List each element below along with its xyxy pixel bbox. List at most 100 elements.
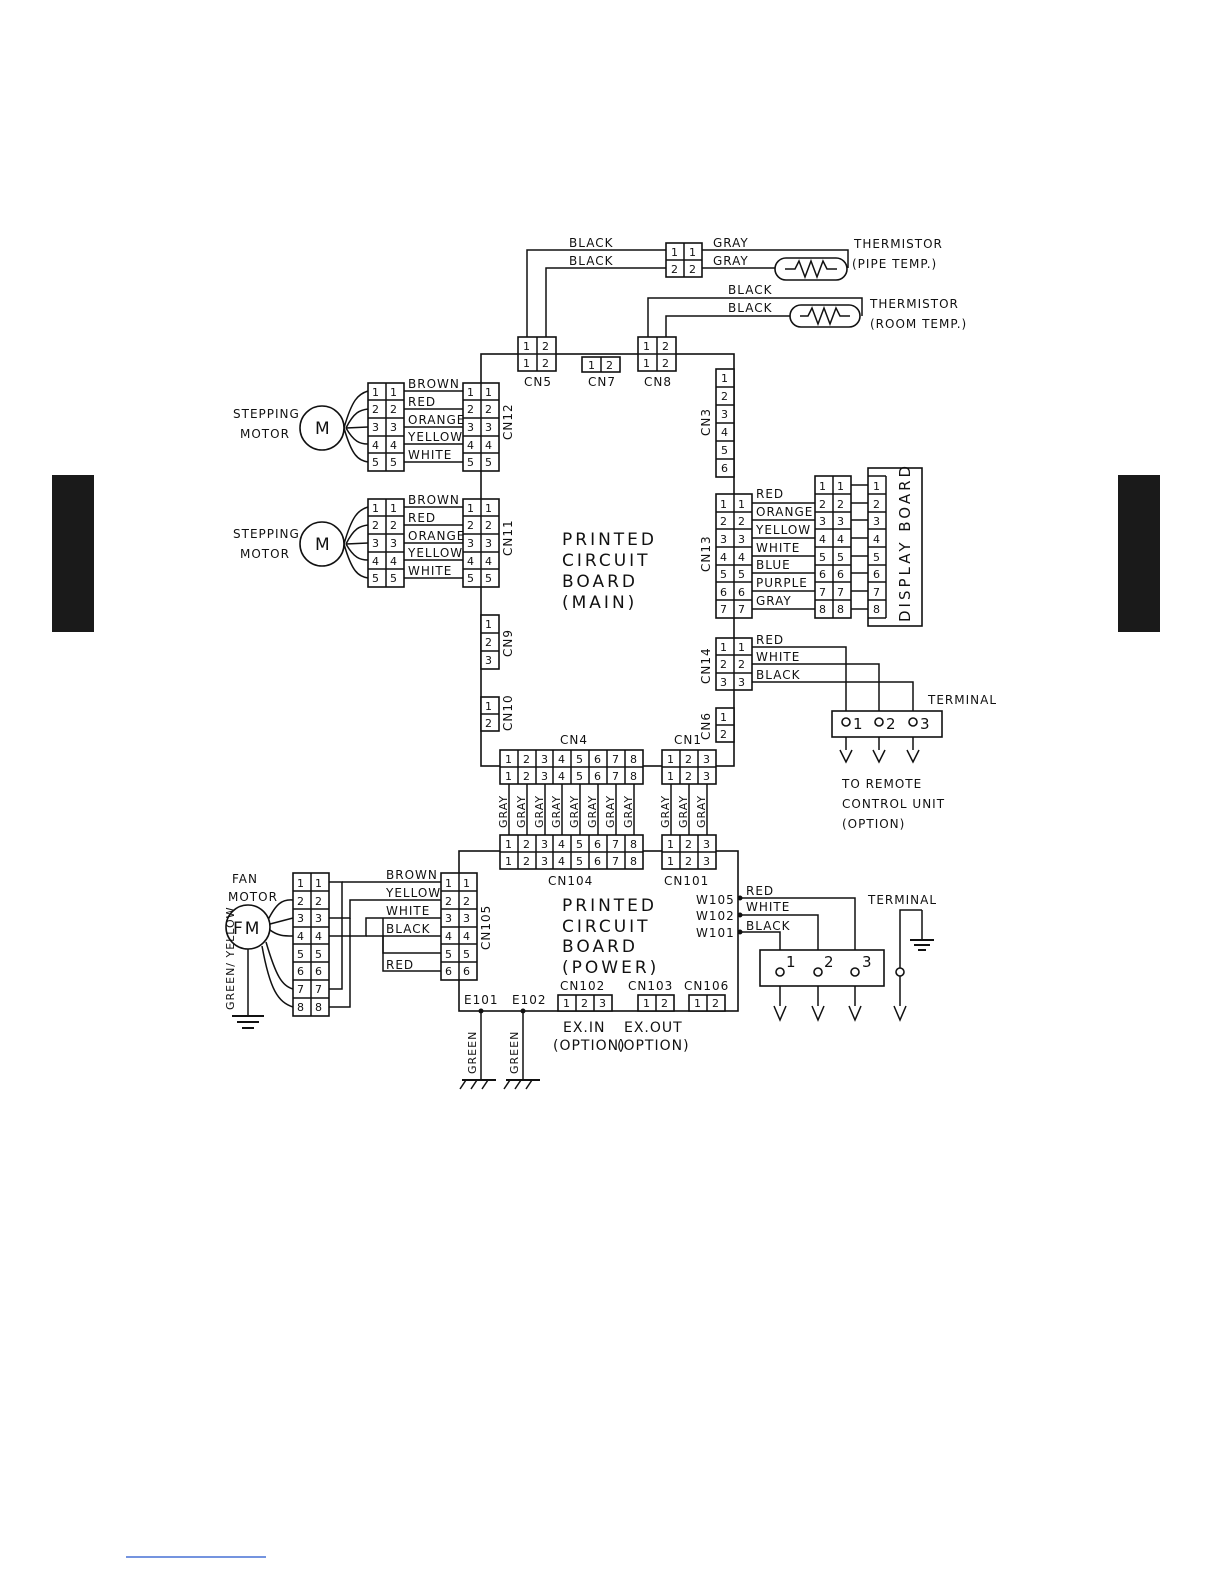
- svg-text:GRAY: GRAY: [550, 795, 563, 828]
- svg-text:1: 1: [372, 386, 379, 399]
- thermistor-pipe-name: THERMISTOR: [853, 237, 943, 251]
- thermistor-room-wiring: BLACK BLACK THERMISTOR (ROOM TEMP.): [647, 283, 966, 337]
- svg-text:2: 2: [523, 838, 530, 851]
- svg-text:3: 3: [445, 912, 452, 925]
- svg-text:ORANGE: ORANGE: [408, 413, 465, 427]
- svg-text:WHITE: WHITE: [746, 900, 790, 914]
- svg-text:4: 4: [819, 533, 826, 546]
- svg-text:2: 2: [886, 715, 896, 733]
- svg-text:5: 5: [485, 572, 492, 585]
- svg-text:8: 8: [630, 855, 637, 868]
- svg-text:1: 1: [390, 386, 397, 399]
- svg-text:5: 5: [576, 855, 583, 868]
- svg-text:3: 3: [485, 654, 492, 667]
- svg-text:3: 3: [485, 421, 492, 434]
- svg-text:3: 3: [873, 515, 880, 528]
- svg-text:2: 2: [542, 357, 549, 370]
- svg-text:3: 3: [390, 421, 397, 434]
- svg-text:RED: RED: [756, 487, 784, 501]
- svg-text:1: 1: [485, 700, 492, 713]
- svg-text:CN10: CN10: [501, 694, 515, 731]
- svg-text:1: 1: [873, 480, 880, 493]
- svg-text:GRAY: GRAY: [677, 795, 690, 828]
- svg-text:1: 1: [505, 838, 512, 851]
- svg-text:EX.OUT: EX.OUT: [624, 1020, 683, 1036]
- svg-text:8: 8: [837, 603, 844, 616]
- svg-text:1: 1: [463, 877, 470, 890]
- svg-text:3: 3: [837, 515, 844, 528]
- power-output-wiring: W105 W102 W101 RED WHITE BLACK 1 2 3 TER…: [696, 884, 936, 1022]
- svg-text:4: 4: [445, 930, 452, 943]
- svg-text:CN13: CN13: [699, 535, 713, 572]
- svg-text:3: 3: [541, 855, 548, 868]
- svg-text:3: 3: [738, 533, 745, 546]
- svg-text:BOARD: BOARD: [562, 937, 638, 957]
- svg-text:BLACK: BLACK: [728, 301, 773, 315]
- svg-text:FAN: FAN: [232, 872, 258, 886]
- svg-text:GRAY: GRAY: [622, 795, 635, 828]
- svg-text:5: 5: [315, 948, 322, 961]
- svg-text:2: 2: [824, 953, 834, 971]
- svg-text:ORANGE: ORANGE: [408, 529, 465, 543]
- svg-text:2: 2: [819, 498, 826, 511]
- svg-text:TERMINAL: TERMINAL: [927, 693, 997, 707]
- svg-text:GREEN: GREEN: [508, 1031, 521, 1074]
- svg-text:RED: RED: [756, 633, 784, 647]
- svg-text:BROWN: BROWN: [408, 493, 460, 507]
- svg-text:RED: RED: [746, 884, 774, 898]
- svg-text:CIRCUIT: CIRCUIT: [562, 551, 651, 571]
- svg-text:5: 5: [837, 551, 844, 564]
- svg-text:WHITE: WHITE: [386, 904, 430, 918]
- svg-text:1: 1: [694, 997, 701, 1010]
- svg-text:1: 1: [667, 753, 674, 766]
- svg-text:1: 1: [588, 359, 595, 372]
- svg-text:PURPLE: PURPLE: [756, 576, 808, 590]
- svg-text:BLACK: BLACK: [756, 668, 801, 682]
- svg-text:CN12: CN12: [501, 403, 515, 440]
- svg-text:4: 4: [558, 770, 565, 783]
- thermistor-pipe-sub: (PIPE TEMP.): [852, 257, 937, 271]
- svg-text:4: 4: [721, 426, 728, 439]
- svg-text:4: 4: [837, 533, 844, 546]
- svg-text:2: 2: [606, 359, 613, 372]
- svg-text:2: 2: [523, 855, 530, 868]
- svg-text:2: 2: [372, 519, 379, 532]
- svg-text:3: 3: [721, 408, 728, 421]
- svg-text:4: 4: [372, 439, 379, 452]
- ground-wiring: E101 E102 GREEN GREEN: [459, 993, 547, 1090]
- svg-text:3: 3: [541, 838, 548, 851]
- svg-text:5: 5: [372, 572, 379, 585]
- svg-text:E102: E102: [512, 993, 547, 1007]
- svg-text:4: 4: [297, 930, 304, 943]
- svg-text:1: 1: [720, 711, 727, 724]
- svg-text:GRAY: GRAY: [497, 795, 510, 828]
- svg-text:YELLOW: YELLOW: [407, 430, 463, 444]
- svg-text:1: 1: [563, 997, 570, 1010]
- svg-text:1: 1: [667, 770, 674, 783]
- display-board-harness: RED ORANGE YELLOW WHITE BLUE PURPLE GRAY…: [752, 475, 868, 619]
- svg-text:2: 2: [297, 895, 304, 908]
- svg-text:BLACK: BLACK: [746, 919, 791, 933]
- svg-text:CN102: CN102: [560, 979, 605, 993]
- svg-text:6: 6: [594, 838, 601, 851]
- svg-text:3: 3: [703, 838, 710, 851]
- pcb-power-label: PRINTED CIRCUIT BOARD (POWER): [562, 896, 659, 978]
- svg-text:2: 2: [720, 515, 727, 528]
- svg-text:(POWER): (POWER): [562, 958, 659, 978]
- svg-text:5: 5: [467, 456, 474, 469]
- svg-text:ORANGE: ORANGE: [756, 505, 813, 519]
- svg-text:5: 5: [738, 568, 745, 581]
- svg-text:5: 5: [485, 456, 492, 469]
- svg-text:6: 6: [819, 568, 826, 581]
- svg-text:3: 3: [720, 533, 727, 546]
- svg-text:GRAY: GRAY: [756, 594, 792, 608]
- svg-text:5: 5: [390, 572, 397, 585]
- connector-cn102: 1 2 3 CN102 EX.IN (OPTION): [553, 979, 625, 1054]
- svg-text:6: 6: [873, 568, 880, 581]
- svg-text:2: 2: [662, 357, 669, 370]
